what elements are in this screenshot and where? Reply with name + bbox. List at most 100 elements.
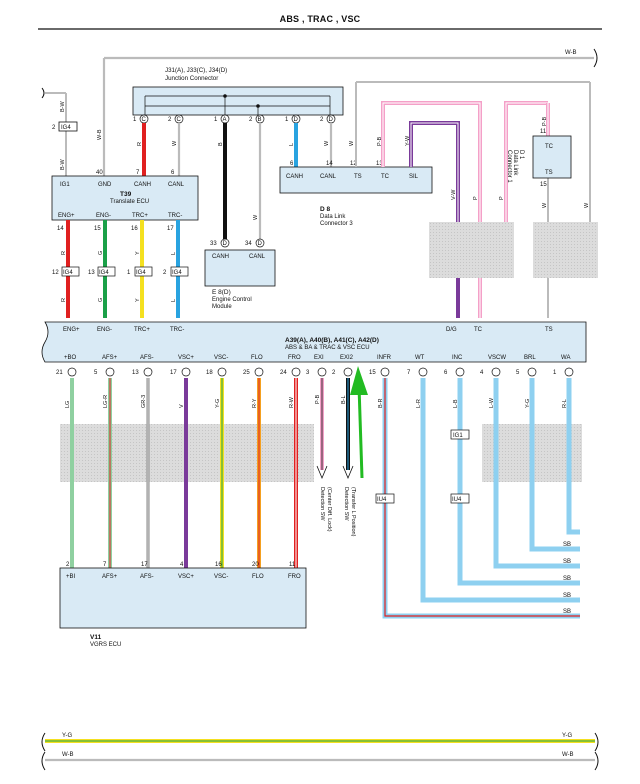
svg-text:SIL: SIL [409,174,419,180]
wire-code-label: V [179,404,185,408]
svg-text:W-B: W-B [62,752,74,758]
eng-trc-wires: 14 15 16 17 IG4 IG4 IG4 IG4 12 13 1 2 R … [52,220,189,318]
svg-text:IU4: IU4 [377,497,387,503]
a39-pin-marker [317,367,327,377]
svg-text:Y: Y [135,251,141,255]
a39-pin-label: WA [561,355,570,361]
svg-text:P-B: P-B [542,117,548,127]
svg-text:TRC-: TRC- [168,213,182,219]
svg-text:6: 6 [171,170,175,176]
svg-text:1: 1 [285,117,289,123]
vgrs-wires [70,378,298,568]
svg-text:Data Link: Data Link [320,214,346,220]
a39-pin-label: FLO [251,355,263,361]
svg-text:2: 2 [320,117,324,123]
svg-text:7: 7 [136,170,140,176]
a39-pin-label: AFS+ [102,355,118,361]
svg-text:CANH: CANH [134,182,151,188]
d8-data-link-connector: 6 14 12 13 7 CANH CANL TS TC SIL D 8 Dat… [279,161,433,227]
svg-text:12: 12 [350,161,357,167]
svg-text:C: C [142,117,147,123]
svg-text:CANL: CANL [168,182,185,188]
a39-pin-marker [527,367,537,377]
a39-pin-marker [455,367,465,377]
svg-text:+BI: +BI [66,574,76,580]
a39-pin-label: AFS- [140,355,154,361]
wire-code-label: Y-G [525,399,531,408]
svg-text:2: 2 [168,117,172,123]
a39-pin-number: 4 [480,370,484,376]
a39-pin-label: VSC- [214,355,228,361]
svg-text:14: 14 [57,226,64,232]
a39-pin-label: VSC+ [178,355,194,361]
svg-text:TC: TC [381,174,390,180]
wire-code-label: LG [65,401,71,408]
bw-lead: B-W B-W IG4 2 [41,87,78,176]
svg-text:A: A [223,117,227,123]
svg-text:CANL: CANL [320,174,337,180]
svg-text:V11: V11 [90,634,102,641]
svg-text:34: 34 [245,241,252,247]
svg-text:GND: GND [98,182,112,188]
svg-text:IU4: IU4 [452,497,462,503]
svg-text:IG4: IG4 [172,270,182,276]
t39-translate-ecu: IG1 GND CANH CANL T39 Translate ECU ENG+… [51,170,199,221]
a39-pin-label: BRL [524,355,536,361]
a39-pin-number: 5 [516,370,520,376]
svg-text:TS: TS [545,327,553,333]
svg-text:E 8(D): E 8(D) [212,289,231,296]
svg-text:VGRS ECU: VGRS ECU [90,642,121,648]
svg-text:2: 2 [66,562,70,568]
svg-text:40: 40 [96,170,103,176]
svg-text:14: 14 [326,161,333,167]
svg-text:IG1: IG1 [60,182,70,188]
svg-text:L: L [289,143,295,146]
svg-text:VSC+: VSC+ [178,574,194,580]
svg-text:B: B [258,117,262,123]
svg-text:Engine Control: Engine Control [212,297,252,303]
svg-text:2: 2 [163,270,167,276]
svg-text:D 1: D 1 [518,150,524,160]
a39-pin-marker [564,367,574,377]
junction-pin-markers: C1 C2 A1 B2 D1 D2 [133,114,336,124]
d1-data-link-connector: TC TS 11 15 D 1 Data Link Connector 1 [506,129,572,188]
svg-text:ENG+: ENG+ [58,213,75,219]
a39-pin-number: 15 [369,370,376,376]
svg-text:ENG-: ENG- [97,327,112,333]
svg-text:R: R [137,142,143,146]
a39-pin-label: EXI2 [340,355,354,361]
wire-code-label: R-Y [252,398,258,408]
svg-text:D: D [329,117,334,123]
a39-pin-marker [67,367,77,377]
svg-text:B-L: B-L [341,395,347,404]
svg-text:CANL: CANL [249,254,266,260]
junction-title: J31(A), J33(C), J34(D) [165,67,227,74]
page-title: ABS , TRAC , VSC [279,14,361,24]
upper-junction-blocks [429,222,598,278]
svg-text:TS: TS [545,170,553,176]
svg-text:SB: SB [563,609,571,615]
svg-text:D 8: D 8 [320,206,331,213]
top-wb-bus: W-B W-B [97,48,598,176]
svg-text:12: 12 [52,270,59,276]
svg-text:7: 7 [103,562,107,568]
svg-text:TC: TC [545,144,554,150]
svg-text:T39: T39 [120,191,132,198]
a39-pin-number: 6 [444,370,448,376]
svg-text:L: L [171,299,177,302]
svg-text:Detection SW: Detection SW [343,487,349,521]
svg-text:D: D [294,117,299,123]
svg-text:1: 1 [214,117,218,123]
svg-text:17: 17 [167,226,174,232]
svg-text:Y-G: Y-G [562,733,572,739]
svg-text:2: 2 [249,117,253,123]
svg-text:ENG+: ENG+ [63,327,80,333]
svg-text:13: 13 [376,161,383,167]
svg-text:FLO: FLO [252,574,264,580]
svg-text:11: 11 [289,562,296,568]
svg-text:20: 20 [252,562,259,568]
svg-text:ABS & BA & TRAC & VSC ECU: ABS & BA & TRAC & VSC ECU [285,345,370,351]
svg-text:SB: SB [563,576,571,582]
svg-text:13: 13 [88,270,95,276]
wire-code-label: Y-G [215,399,221,408]
